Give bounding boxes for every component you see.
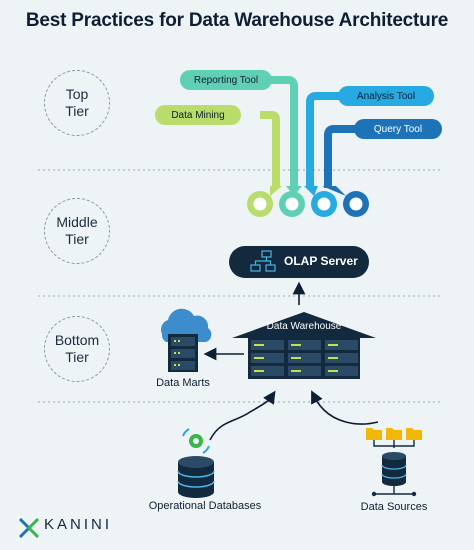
- gear-icon: [182, 428, 210, 454]
- data-sources-db-icon: [371, 452, 417, 497]
- tier-middle-line2: Tier: [65, 231, 89, 247]
- data-sources-label: Data Sources: [360, 501, 428, 513]
- folders-icon: [366, 428, 422, 448]
- warehouse-servers: [248, 337, 360, 379]
- brand-name: KANINI: [44, 516, 113, 533]
- tier-middle: Middle Tier: [44, 198, 110, 264]
- query-tool-pill: Query Tool: [354, 119, 442, 139]
- tier-top-line1: Top: [65, 86, 89, 102]
- query-ring: [322, 186, 369, 217]
- data-marts-server-icon: [168, 334, 198, 372]
- reporting-tool-pill: Reporting Tool: [180, 70, 272, 90]
- analysis-tool-pill: Analysis Tool: [338, 86, 434, 106]
- reporting-pipe: [270, 76, 298, 188]
- kanini-logo-icon: [18, 517, 40, 539]
- tier-middle-line1: Middle: [56, 214, 98, 230]
- arrow-sources-to-warehouse: [311, 390, 379, 425]
- data-marts-label: Data Marts: [156, 377, 210, 389]
- reporting-ring: [279, 186, 305, 217]
- cloud-icon: [160, 308, 212, 342]
- tier-bottom: Bottom Tier: [44, 316, 110, 382]
- analysis-ring: [304, 186, 337, 217]
- olap-server-label: OLAP Server: [284, 254, 358, 268]
- data-mining-pill: Data Mining: [155, 105, 241, 125]
- data-mining-pipe: [260, 111, 280, 188]
- page-title: Best Practices for Data Warehouse Archit…: [25, 10, 449, 31]
- tier-top-line2: Tier: [65, 103, 89, 119]
- database-icon: [177, 456, 215, 498]
- network-icon: [250, 250, 276, 272]
- warehouse-roof: [232, 312, 376, 338]
- tier-bottom-line2: Tier: [65, 349, 89, 365]
- query-pipe: [324, 125, 356, 188]
- operational-databases-label: Operational Databases: [148, 500, 262, 512]
- arrow-operational-to-warehouse: [209, 390, 276, 441]
- tier-bottom-line1: Bottom: [54, 332, 100, 348]
- analysis-pipe: [306, 92, 340, 188]
- data-mining-ring: [247, 186, 282, 217]
- data-warehouse-label: Data Warehouse: [266, 321, 342, 332]
- tier-top: Top Tier: [44, 70, 110, 136]
